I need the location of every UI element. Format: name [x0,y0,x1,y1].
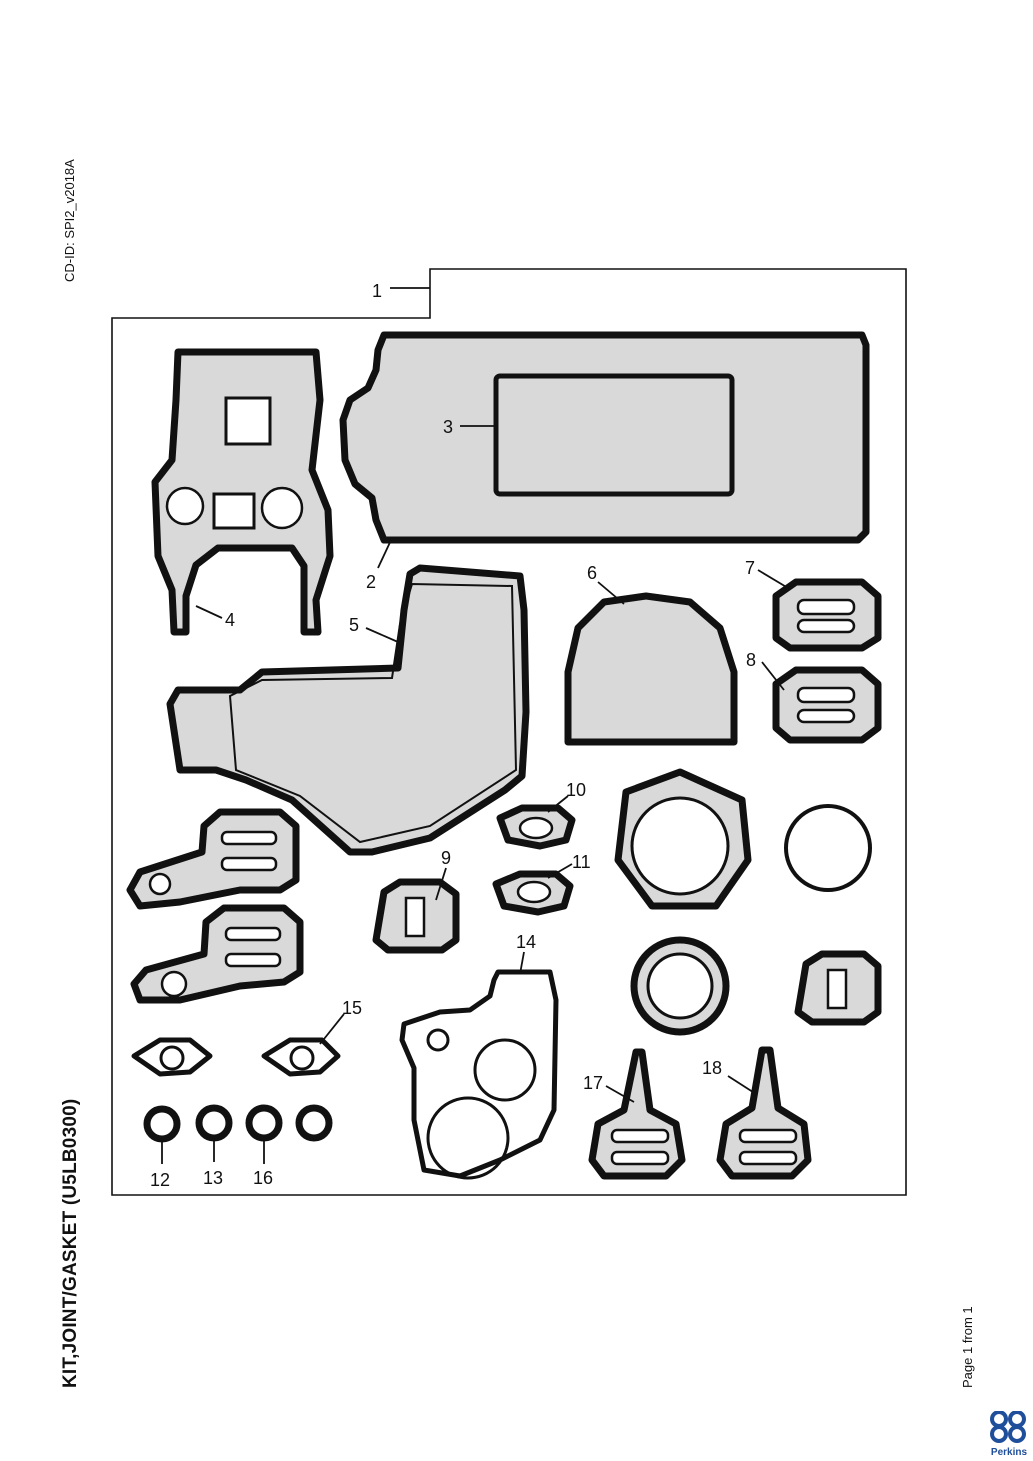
callout-2: 2 [366,572,376,592]
leader-4 [195,605,223,619]
part-17-gasket [588,1048,686,1180]
callout-3: 3 [443,417,453,437]
round-flange-gasket [630,936,730,1036]
leader-9 [435,867,447,901]
leader-6 [597,581,625,605]
callout-18: 18 [702,1058,722,1078]
leader-8 [761,661,785,691]
part-11-gasket [492,870,574,916]
part-7-gasket [772,578,882,652]
part-18-gasket [716,1046,812,1180]
part-14-front-plate-gasket [399,969,559,1179]
flange-gasket-left-15 [131,1037,213,1077]
leader-18 [727,1075,757,1095]
part-13-seal [195,1104,233,1142]
callout-17: 17 [583,1073,603,1093]
part-9-slot [404,896,426,938]
callout-6: 6 [587,563,597,583]
kit-frame [111,268,907,1196]
callout-7: 7 [745,558,755,578]
perkins-logo-text: Perkins [991,1447,1028,1458]
flange-gasket-pentagon [614,768,752,910]
part-15-gasket [261,1037,341,1077]
leader-5 [365,627,399,643]
perkins-logo-icon: Perkins [990,1411,1028,1458]
callout-1: 1 [372,281,382,301]
part-4-window [224,396,272,446]
leader-2 [377,537,393,569]
callout-15: 15 [342,998,362,1018]
callout-5: 5 [349,615,359,635]
leader-7 [757,569,789,589]
oil-cooler-gasket-lower [130,904,304,1004]
callout-16: 16 [253,1168,273,1188]
part-4-hole-left [165,486,205,526]
part-3-gasket [493,373,735,497]
callout-8: 8 [746,650,756,670]
callout-13: 13 [203,1168,223,1188]
part-8-gasket [772,666,882,744]
part-5-timing-cover-gasket [166,564,530,856]
part-6-seal-housing-gasket [564,592,738,746]
part-14-hole-top [473,1038,537,1102]
part-5-inner [228,582,518,844]
leader-11 [547,863,573,879]
callout-14: 14 [516,932,536,952]
callout-10: 10 [566,780,586,800]
part-16-seal [245,1104,283,1142]
callout-11: 11 [572,852,591,872]
leader-15 [319,1013,345,1045]
callout-12: 12 [150,1170,170,1190]
part-4-hole-right [260,486,304,530]
leader-10 [547,795,569,813]
part-4-center-window [212,492,256,530]
callout-9: 9 [441,848,451,868]
part-10-gasket [496,804,576,850]
part-14-hole-bottom [426,1096,510,1180]
o-ring [784,804,872,892]
seal-extra [295,1104,333,1142]
leader-14 [519,951,525,975]
oil-cooler-gasket-upper [126,808,300,910]
part-2-sump-gasket [339,331,870,544]
part-14-hole-left [426,1028,450,1052]
part-4-timing-case-gasket [151,348,334,636]
leader-17 [605,1085,635,1103]
callout-4: 4 [225,610,235,630]
part-12-seal [143,1105,181,1143]
